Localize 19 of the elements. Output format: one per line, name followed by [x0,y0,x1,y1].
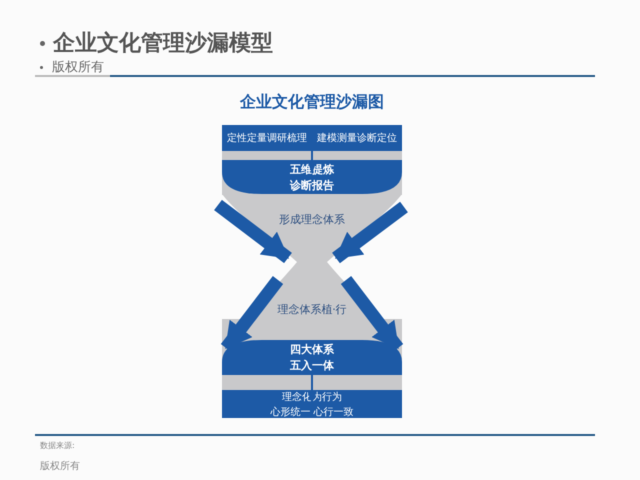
source-note: 数据来源: [40,440,75,451]
heading-label: 企业文化管理沙漏图 [238,92,385,113]
node-text: 四大体系 [290,342,334,357]
node-text: 五入一体 [290,358,334,373]
block-arrow [214,200,292,264]
node-text: 建模测量诊断定位 [317,132,397,145]
arrow [307,151,317,174]
arrow [307,375,317,404]
node-text: 心形统一 心行一致 [270,406,354,418]
node-text: 诊断报告 [290,178,334,192]
block-arrow [332,202,408,264]
node-text: 定性定量调研梳理 [227,132,307,145]
copyright-note: 版权所有 [40,460,80,473]
node-text: 理念体系植·行 [277,302,347,317]
subtitle: 版权所有 [52,59,104,76]
page-title: 企业文化管理沙漏模型 [53,30,273,58]
block-arrow [220,276,284,352]
block-arrow [340,276,404,352]
node-text: 形成理念体系 [279,212,345,227]
